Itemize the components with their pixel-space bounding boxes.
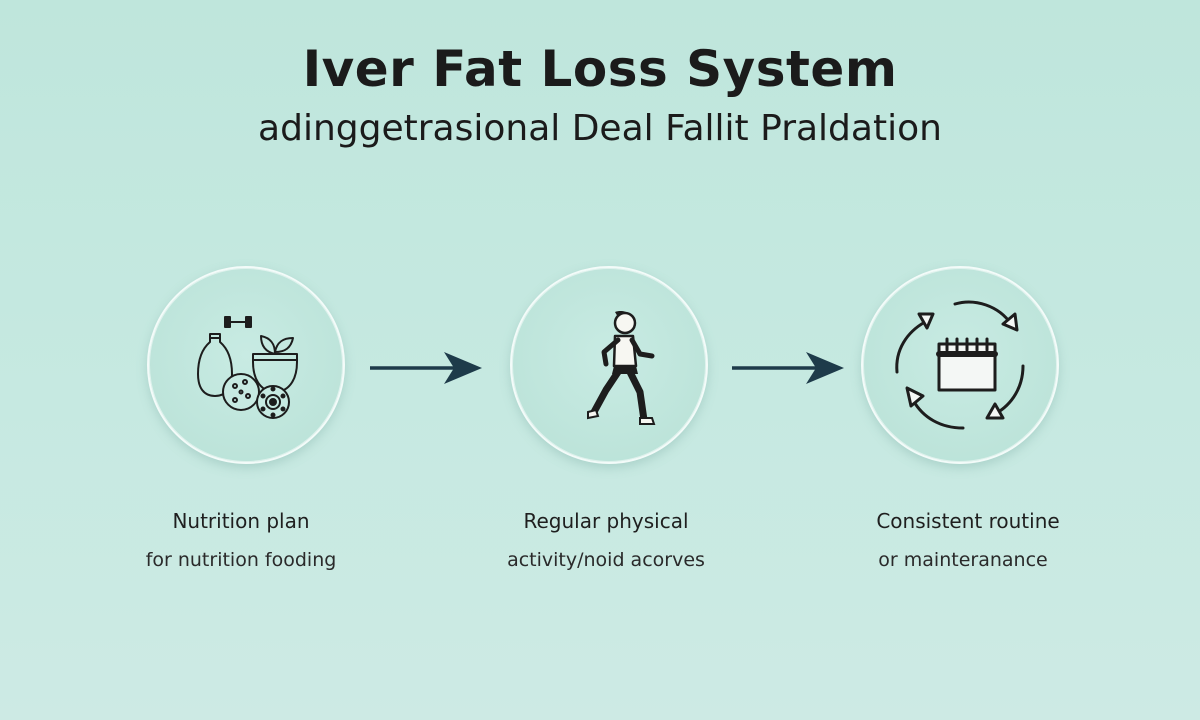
step-3-label: Consistent routine xyxy=(876,509,1060,533)
page-subtitle: adinggetrasional Deal Fallit Praldation xyxy=(258,108,942,149)
step-2-label: Regular physical xyxy=(523,509,689,533)
step-1-circle xyxy=(147,266,345,464)
page-title: Iver Fat Loss System xyxy=(302,40,898,98)
arrow-right-icon xyxy=(732,352,844,384)
arrow-right-icon xyxy=(370,352,482,384)
step-2-circle xyxy=(510,266,708,464)
food-icon xyxy=(197,316,298,419)
calendar-cycle-icon xyxy=(895,300,1025,430)
running-person-icon xyxy=(587,311,656,425)
step-1-label: Nutrition plan xyxy=(172,509,310,533)
step-3-description: or mainteranance xyxy=(878,549,1048,571)
step-2-description: activity/noid acorves xyxy=(507,549,705,571)
step-1-description: for nutrition fooding xyxy=(145,549,337,571)
step-3-circle xyxy=(861,266,1059,464)
